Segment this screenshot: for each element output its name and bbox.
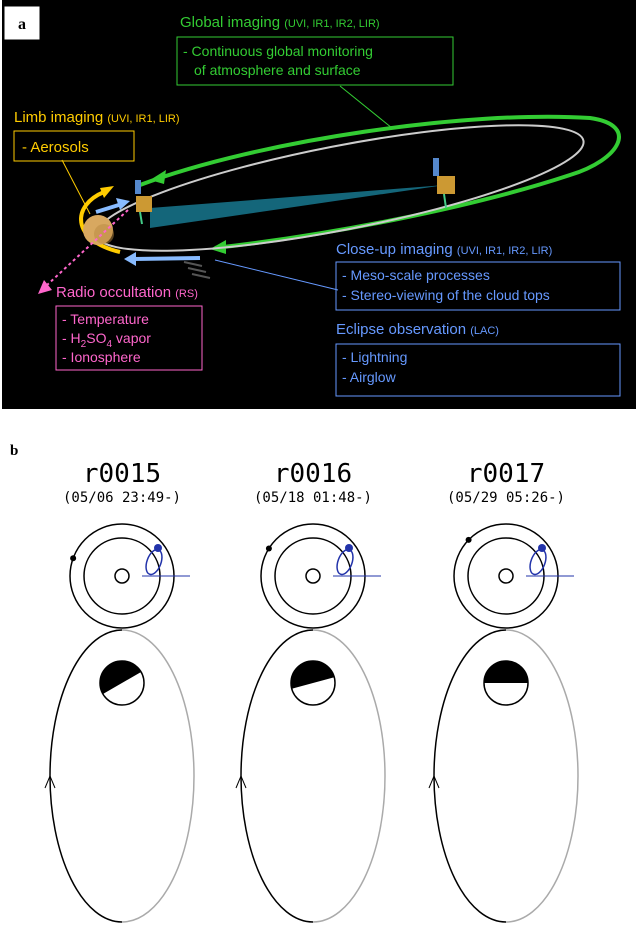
eclipse-observation-title: Eclipse observation (LAC) <box>336 321 499 338</box>
local-orbit-ellipse <box>336 548 354 576</box>
green-arrow-head-bottom <box>210 240 226 254</box>
orbit-time-label: (05/06 23:49-) <box>63 490 181 506</box>
closeup-arrow-lower-shaft <box>133 256 201 261</box>
closeup-arrow-upper-shaft <box>95 202 123 214</box>
orbit-time-label: (05/18 01:48-) <box>254 490 372 506</box>
orbit-panels: r0015(05/06 23:49-)r0016(05/18 01:48-)r0… <box>44 459 579 923</box>
planet-position-dot <box>70 555 77 562</box>
green-arrow-head-top <box>150 170 166 184</box>
closeup-leader <box>214 259 339 291</box>
global-imaging-title: Global imaging (UVI, IR1, IR2, LIR) <box>180 14 380 31</box>
orbit-id-label: r0015 <box>83 459 161 489</box>
planet-night-side <box>484 661 528 683</box>
radio-dashed-line <box>45 209 129 287</box>
spacecraft-marker <box>154 544 162 552</box>
global-imaging-line-1: - Continuous global monitoring <box>183 43 373 59</box>
limb-arc <box>79 190 121 254</box>
planet-shade <box>94 224 114 244</box>
eclipse-observation-line-1: - Lightning <box>342 349 407 365</box>
spacecraft-far <box>433 158 455 209</box>
orbit-time-label: (05/29 05:26-) <box>447 490 565 506</box>
global-leader <box>339 85 393 129</box>
closeup-imaging-title: Close-up imaging (UVI, IR1, IR2, LIR) <box>336 241 552 258</box>
spacecraft-marker <box>538 544 546 552</box>
radio-occultation-line-2: - H2SO4 vapor <box>62 330 151 350</box>
imaging-beam <box>150 185 445 228</box>
center-planet <box>114 568 130 584</box>
direction-arrow <box>44 774 56 789</box>
local-orbit-ellipse <box>529 548 547 576</box>
motion-marks <box>183 261 211 279</box>
orbit-gray-half <box>312 629 386 923</box>
panel-a-label-box <box>3 5 41 41</box>
radio-occultation-box <box>55 305 203 371</box>
planet-position-dot <box>265 545 272 552</box>
closeup-arrow-lower-head <box>124 252 136 266</box>
direction-arrow <box>235 774 247 789</box>
radio-arrow-head <box>38 280 52 294</box>
planet-night-side <box>291 661 335 689</box>
orbit-panel-r0015: r0015(05/06 23:49-) <box>44 459 195 923</box>
limb-imaging-line-1: - Aerosols <box>22 139 89 156</box>
orbit-panel-r0017: r0017(05/29 05:26-) <box>428 459 579 923</box>
eclipse-observation-line-2: - Airglow <box>342 369 397 385</box>
closeup-imaging-line-2: - Stereo-viewing of the cloud tops <box>342 287 550 303</box>
orbit-panel-r0016: r0016(05/18 01:48-) <box>235 459 386 923</box>
center-planet <box>305 568 321 584</box>
panel-b-label: b <box>10 443 18 459</box>
spacecraft-near <box>135 180 152 225</box>
panel-b: b r0015(05/06 23:49-) r0016(05/18 01:48-)… <box>10 443 579 923</box>
panel-a-background <box>2 0 636 409</box>
closeup-arrow-upper-head <box>116 198 130 210</box>
global-imaging-box <box>176 36 454 86</box>
center-planet <box>498 568 514 584</box>
limb-leader <box>61 159 91 215</box>
orbit-id-label: r0016 <box>274 459 352 489</box>
eclipse-observation-box <box>335 343 621 397</box>
global-imaging-line-2: of atmosphere and surface <box>194 62 361 78</box>
orbit-gray-half <box>121 629 195 923</box>
closeup-imaging-box <box>335 261 621 311</box>
planet-night-side <box>100 661 142 694</box>
panel-a: a <box>2 0 636 409</box>
orbit-gray-half <box>505 629 579 923</box>
limb-imaging-box <box>13 130 135 162</box>
limb-imaging-title: Limb imaging (UVI, IR1, LIR) <box>14 109 180 126</box>
radio-occultation-line-1: - Temperature <box>62 311 149 327</box>
radio-occultation-title: Radio occultation (RS) <box>56 284 198 301</box>
closeup-imaging-line-1: - Meso-scale processes <box>342 267 490 283</box>
spacecraft-marker <box>345 544 353 552</box>
planet-position-dot <box>465 536 472 543</box>
radio-occultation-line-3: - Ionosphere <box>62 349 141 365</box>
limb-arrow-head <box>100 186 114 198</box>
direction-arrow <box>428 774 440 789</box>
local-orbit-ellipse <box>145 548 163 576</box>
orbit-id-label: r0017 <box>467 459 545 489</box>
panel-a-label: a <box>18 16 26 33</box>
